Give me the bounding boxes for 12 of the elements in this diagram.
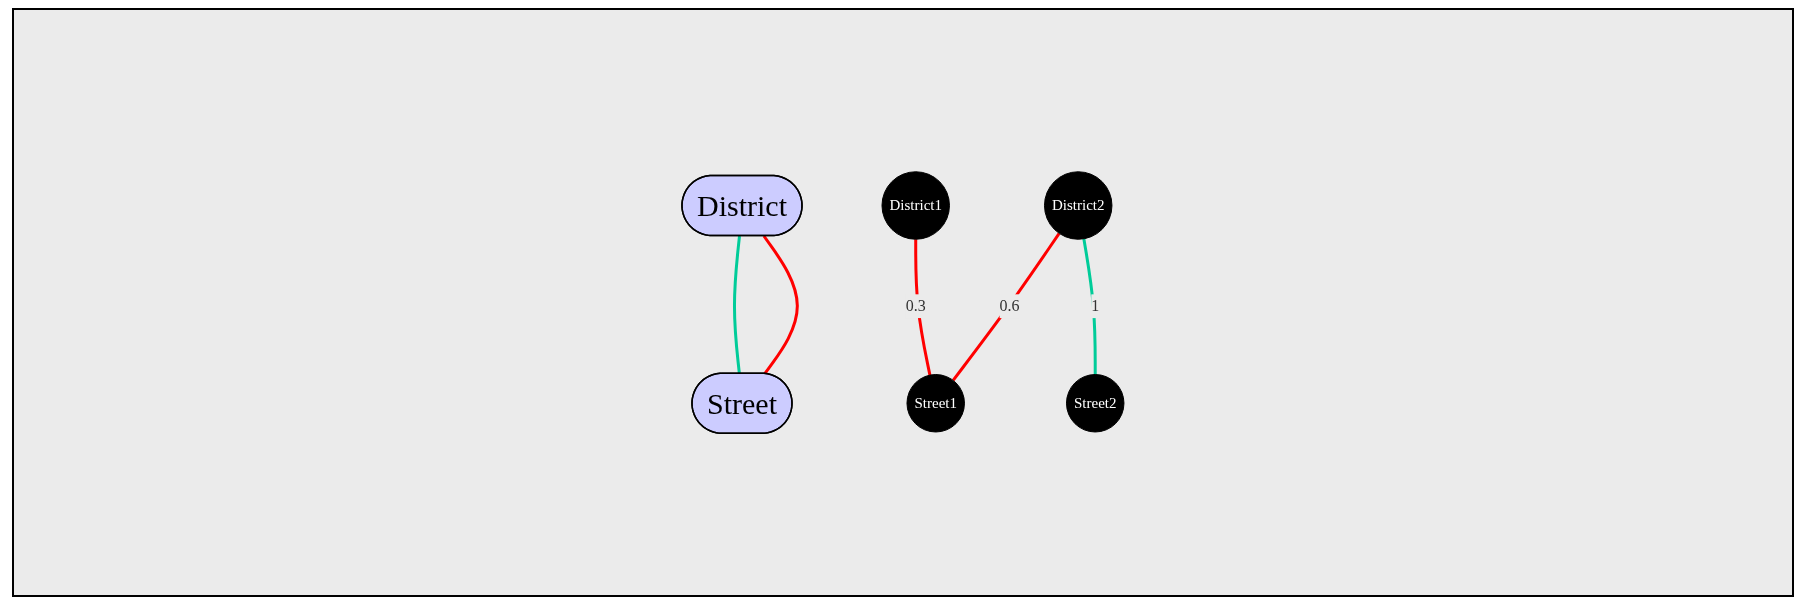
node-circle: Street2 (1066, 374, 1125, 433)
node-circle: Street1 (906, 374, 965, 433)
connector (1082, 238, 1097, 375)
edge-label: 0.3 (905, 297, 926, 315)
connector (762, 235, 799, 375)
edge-label: 0.6 (999, 297, 1020, 315)
node-circle: District2 (1044, 171, 1113, 240)
connector (951, 232, 1061, 382)
connector (914, 239, 932, 376)
connector (733, 235, 741, 374)
edge-label: 1 (1091, 297, 1100, 315)
node-circle: District1 (881, 171, 950, 240)
